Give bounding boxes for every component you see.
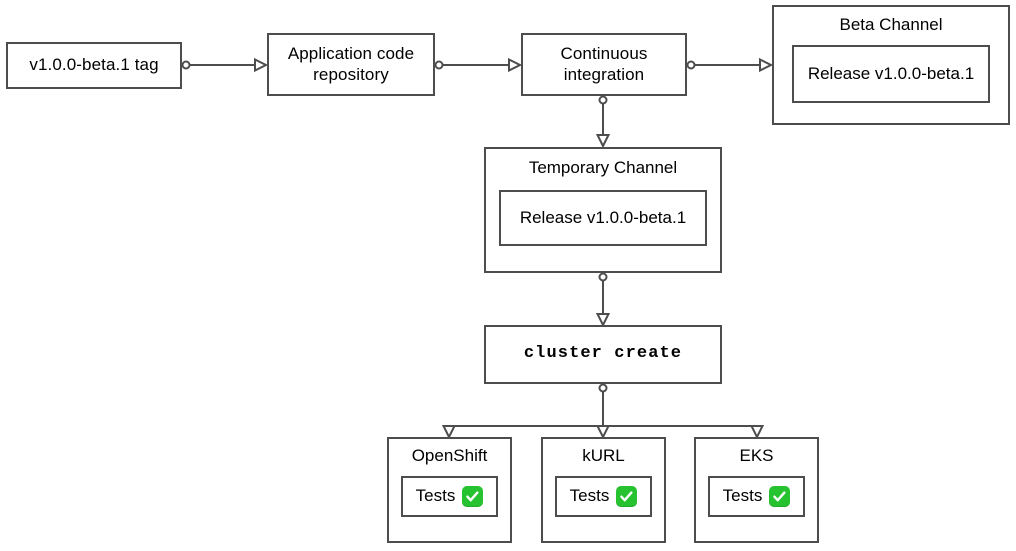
edge-ci-to-beta-channel [686,57,774,73]
check-mark-button-icon [462,485,484,507]
node-kurl-tests[interactable]: Tests [555,475,652,517]
check-mark-button-icon [769,485,791,507]
node-application-code-repository-label: Application code repository [287,44,415,84]
edge-repo-to-ci [434,57,523,73]
node-kurl-tests-label: Tests [569,486,610,506]
node-beta-channel-title: Beta Channel [839,15,943,34]
node-openshift-tests-row: Tests [415,485,484,507]
node-version-tag-label: v1.0.0-beta.1 tag [29,55,159,75]
node-beta-channel-release[interactable]: Release v1.0.0-beta.1 [792,44,990,103]
node-eks-tests-row: Tests [722,485,791,507]
node-eks-tests[interactable]: Tests [708,475,805,517]
edge-temporary-channel-to-cluster-create [595,272,611,328]
node-beta-channel[interactable]: Beta Channel Release v1.0.0-beta.1 [772,5,1010,125]
node-beta-channel-release-label: Release v1.0.0-beta.1 [807,63,975,83]
node-version-tag[interactable]: v1.0.0-beta.1 tag [6,42,182,89]
node-kurl[interactable]: kURL Tests [541,437,666,543]
node-eks-tests-label: Tests [722,486,763,506]
node-eks[interactable]: EKS Tests [694,437,819,543]
edge-ci-to-temporary-channel [595,95,611,149]
node-temporary-channel[interactable]: Temporary Channel Release v1.0.0-beta.1 [484,147,722,273]
node-cluster-create[interactable]: cluster create [484,325,722,384]
check-mark-button-icon [616,485,638,507]
node-openshift-title: OpenShift [411,446,488,465]
node-cluster-create-label: cluster create [523,344,683,364]
node-temporary-channel-title: Temporary Channel [528,158,678,177]
node-kurl-tests-row: Tests [569,485,638,507]
node-temporary-channel-release[interactable]: Release v1.0.0-beta.1 [499,189,707,246]
node-application-code-repository[interactable]: Application code repository [267,33,435,96]
node-continuous-integration-label: Continuous integration [560,44,648,84]
edge-tag-to-repo [181,57,269,73]
edge-cluster-create-to-targets [441,383,765,440]
node-eks-title: EKS [739,446,774,465]
node-openshift[interactable]: OpenShift Tests [387,437,512,543]
node-openshift-tests-label: Tests [415,486,456,506]
node-openshift-tests[interactable]: Tests [401,475,498,517]
node-kurl-title: kURL [582,446,625,465]
node-temporary-channel-release-label: Release v1.0.0-beta.1 [519,207,687,227]
node-continuous-integration[interactable]: Continuous integration [521,33,687,96]
